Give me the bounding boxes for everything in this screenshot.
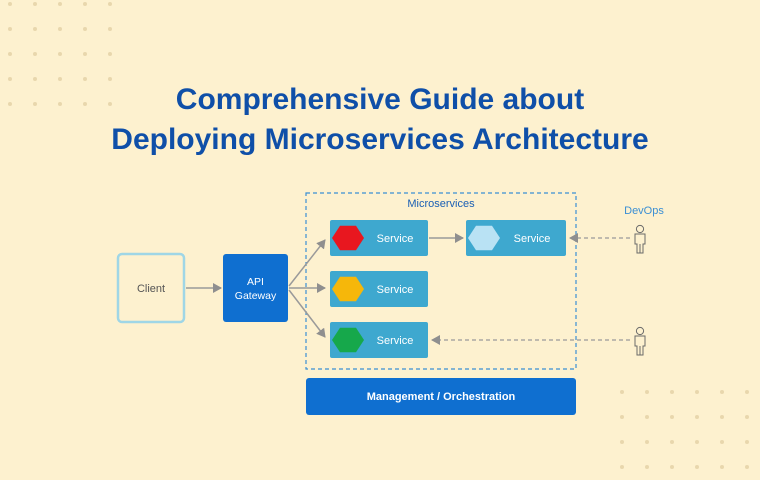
api-gateway-label-line-1: API xyxy=(247,276,264,288)
decorative-dot xyxy=(670,415,674,419)
gateway-to-service-4-arrow xyxy=(288,289,326,338)
hexagon-icon xyxy=(332,327,364,353)
client-box xyxy=(116,252,186,324)
service-box-3: Service xyxy=(330,271,428,307)
decorative-dot xyxy=(670,390,674,394)
client-label: Client xyxy=(137,283,165,295)
decorative-dot xyxy=(695,465,699,469)
decorative-dot xyxy=(83,77,87,81)
decorative-dot xyxy=(33,102,37,106)
decorative-dot xyxy=(83,27,87,31)
decorative-dot xyxy=(720,465,724,469)
decorative-dot xyxy=(720,390,724,394)
decorative-dot xyxy=(8,77,12,81)
service-label-3: Service xyxy=(377,284,414,296)
api-gateway-label-line-2: Gateway xyxy=(235,290,277,302)
decorative-dot xyxy=(83,102,87,106)
decorative-dot xyxy=(695,415,699,419)
decorative-dot xyxy=(33,77,37,81)
person-icon xyxy=(634,224,646,254)
decorative-dot xyxy=(108,52,112,56)
decorative-dot xyxy=(645,465,649,469)
management-orchestration-bar xyxy=(306,378,576,415)
service-box-1: Service xyxy=(330,220,428,256)
decorative-dot xyxy=(8,27,12,31)
service-label-4: Service xyxy=(377,335,414,347)
decorative-dot xyxy=(108,27,112,31)
decorative-dot xyxy=(745,465,749,469)
decorative-dot xyxy=(58,102,62,106)
decorative-dot xyxy=(8,2,12,6)
page-title: Comprehensive Guide about Deploying Micr… xyxy=(0,80,760,160)
decorative-dot xyxy=(620,440,624,444)
api-gateway-box xyxy=(223,254,288,322)
decorative-dot xyxy=(695,440,699,444)
service-box-4: Service xyxy=(330,322,428,358)
decorative-dot xyxy=(645,390,649,394)
gateway-to-service-1-arrow xyxy=(288,239,326,287)
decorative-dot xyxy=(33,52,37,56)
microservices-group xyxy=(305,192,577,370)
decorative-dot xyxy=(720,415,724,419)
decorative-dot xyxy=(33,2,37,6)
decorative-dot xyxy=(8,52,12,56)
decorative-dot xyxy=(83,2,87,6)
decorative-dot xyxy=(83,52,87,56)
decorative-dot xyxy=(108,77,112,81)
decorative-dot xyxy=(720,440,724,444)
decorative-dot xyxy=(58,52,62,56)
decorative-dot xyxy=(745,415,749,419)
decorative-dot xyxy=(620,415,624,419)
devops-label: DevOps xyxy=(624,205,664,217)
title-line-2: Deploying Microservices Architecture xyxy=(111,123,649,156)
hexagon-icon xyxy=(468,225,500,251)
service-box-2: Service xyxy=(466,220,566,256)
hexagon-icon xyxy=(332,276,364,302)
decorative-dot xyxy=(33,27,37,31)
decorative-dot xyxy=(620,390,624,394)
decorative-dot xyxy=(8,102,12,106)
microservices-group-label: Microservices xyxy=(407,198,475,210)
decorative-dot xyxy=(58,77,62,81)
person-icon xyxy=(634,326,646,356)
decorative-dot xyxy=(645,415,649,419)
title-line-1: Comprehensive Guide about xyxy=(175,83,585,116)
service-label-1: Service xyxy=(377,233,414,245)
decorative-dot xyxy=(745,390,749,394)
decorative-dot xyxy=(745,440,749,444)
hexagon-icon xyxy=(332,225,364,251)
decorative-dot xyxy=(58,27,62,31)
decorative-dot xyxy=(108,2,112,6)
decorative-dot xyxy=(620,465,624,469)
decorative-dot xyxy=(645,440,649,444)
service-label-2: Service xyxy=(514,233,551,245)
decorative-dot xyxy=(695,390,699,394)
decorative-dot xyxy=(58,2,62,6)
decorative-dot xyxy=(670,465,674,469)
decorative-dot xyxy=(108,102,112,106)
management-orchestration-label: Management / Orchestration xyxy=(367,391,516,403)
decorative-dot xyxy=(670,440,674,444)
